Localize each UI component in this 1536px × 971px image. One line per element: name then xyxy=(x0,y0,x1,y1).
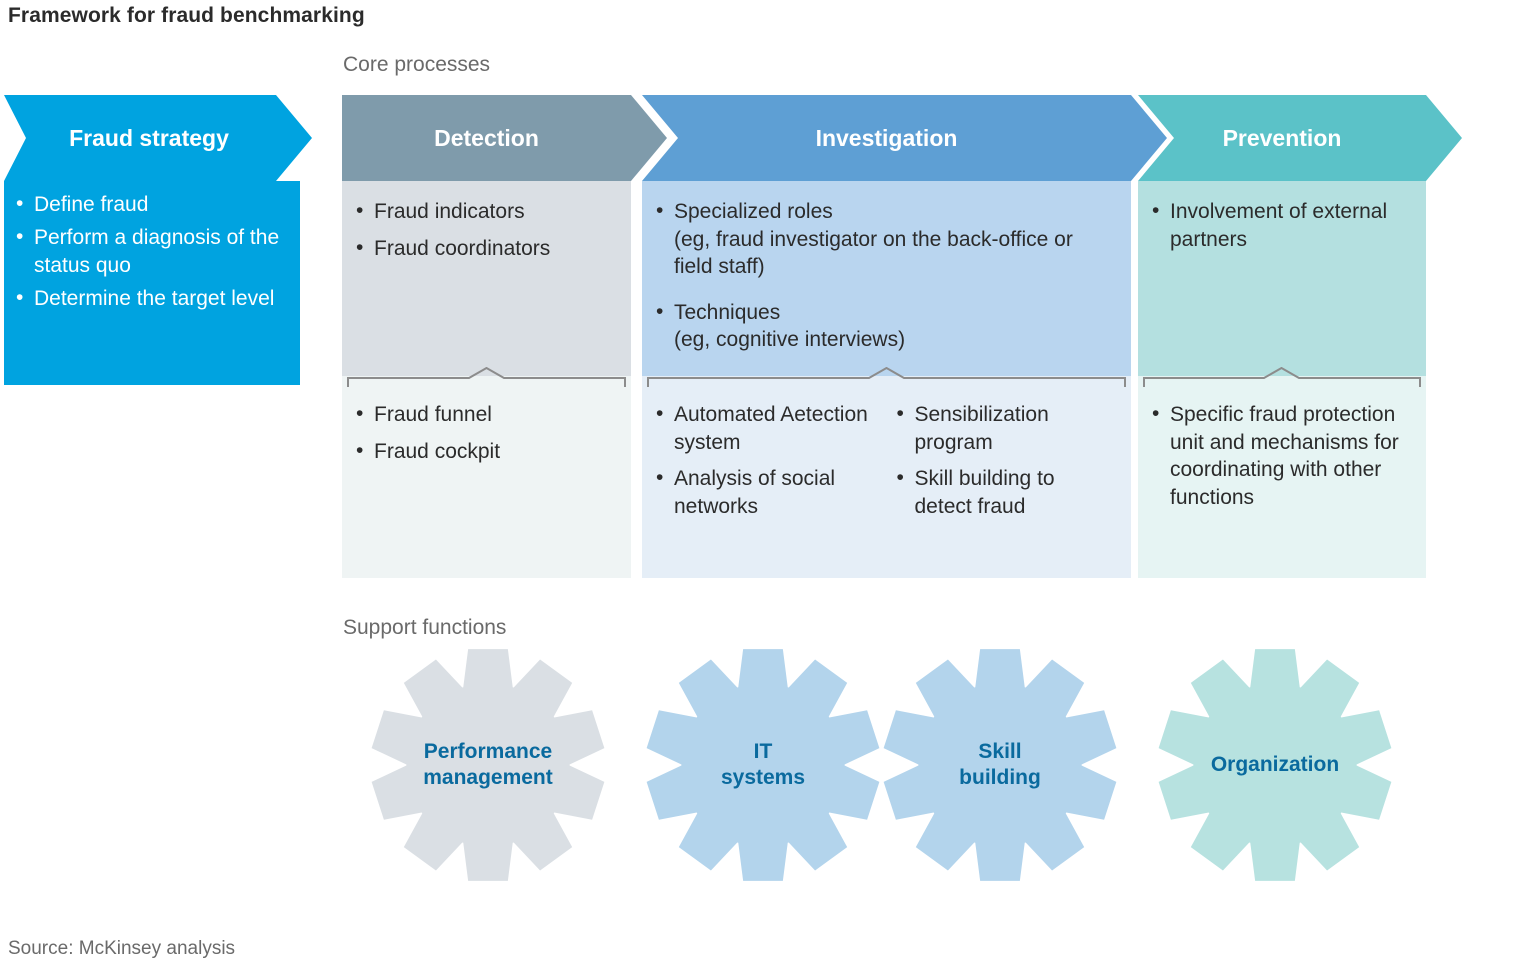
list-item: Determine the target level xyxy=(14,284,290,312)
column-header-prevention: Prevention xyxy=(1138,95,1462,181)
list-item: Analysis of social networks xyxy=(654,464,877,520)
investigation-lower-panel: Automated Aetection system Analysis of s… xyxy=(642,367,1131,578)
column-header-detection: Detection xyxy=(342,95,667,181)
gear-label: IT systems xyxy=(720,740,806,789)
bullet-list-columns: Automated Aetection system Analysis of s… xyxy=(654,400,1118,529)
chevron-shape xyxy=(342,95,667,181)
column-title: Prevention xyxy=(1222,124,1342,151)
bullet-list: Specialized roles (eg, fraud investigato… xyxy=(654,197,1117,354)
source-note: Source: McKinsey analysis xyxy=(8,938,236,959)
core-processes-caption: Core processes xyxy=(343,53,491,76)
fraud-strategy-title: Fraud strategy xyxy=(69,124,229,151)
gear-label: Skill building xyxy=(959,740,1041,789)
list-item: Fraud funnel xyxy=(354,400,617,429)
list-item: Automated Aetection system xyxy=(654,400,877,456)
gear-it-systems: IT systems xyxy=(643,645,883,885)
bullet-list: Fraud funnel Fraud cockpit xyxy=(354,400,617,466)
list-item: Define fraud xyxy=(14,190,290,218)
list-item: Skill building to detect fraud xyxy=(895,464,1118,520)
chevron-shape xyxy=(1138,95,1462,181)
gear-performance-management: Performance management xyxy=(368,645,608,885)
detection-upper-panel: Fraud indicators Fraud coordinators xyxy=(342,181,631,376)
detection-lower-panel: Fraud funnel Fraud cockpit xyxy=(342,367,631,578)
bullet-list: Fraud indicators Fraud coordinators xyxy=(354,197,617,263)
chevron-shape xyxy=(642,95,1167,181)
list-item: Fraud coordinators xyxy=(354,234,617,263)
list-item: Fraud indicators xyxy=(354,197,617,226)
core-process-column-prevention: Prevention Involvement of external partn… xyxy=(1138,95,1462,578)
list-item: Sensibilization program xyxy=(895,400,1118,456)
list-item: Perform a diagnosis of the status quo xyxy=(14,223,290,279)
bullet-list: Involvement of external partners xyxy=(1150,197,1412,253)
list-item: Specific fraud protection unit and mecha… xyxy=(1150,400,1412,511)
fraud-strategy-block: Fraud strategy Define fraud Perform a di… xyxy=(4,95,312,385)
gear-skill-building: Skill building xyxy=(880,645,1120,885)
prevention-lower-panel: Specific fraud protection unit and mecha… xyxy=(1138,367,1426,578)
list-item: Involvement of external partners xyxy=(1150,197,1412,253)
bullet-list-right: Sensibilization program Skill building t… xyxy=(895,400,1118,529)
page-title: Framework for fraud benchmarking xyxy=(8,4,365,27)
investigation-upper-panel: Specialized roles (eg, fraud investigato… xyxy=(642,181,1131,376)
fraud-strategy-arrow-shape xyxy=(4,95,312,181)
list-item: Fraud cockpit xyxy=(354,437,617,466)
gear-label: Organization xyxy=(1210,753,1340,777)
support-functions-caption: Support functions xyxy=(343,616,507,639)
bullet-list-left: Automated Aetection system Analysis of s… xyxy=(654,400,877,529)
column-title: Detection xyxy=(434,124,539,151)
gear-organization: Organization xyxy=(1155,645,1395,885)
core-process-column-investigation: Investigation Specialized roles (eg, fra… xyxy=(642,95,1167,578)
fraud-strategy-bullet-list: Define fraud Perform a diagnosis of the … xyxy=(14,190,290,318)
support-functions-gears: Performance management IT systems Skill … xyxy=(340,645,1470,885)
bullet-list: Specific fraud protection unit and mecha… xyxy=(1150,400,1412,511)
list-item: Techniques (eg, cognitive interviews) xyxy=(654,298,1117,354)
core-process-column-detection: Detection Fraud indicators Fraud coordin… xyxy=(342,95,667,578)
prevention-upper-panel: Involvement of external partners xyxy=(1138,181,1426,376)
column-title: Investigation xyxy=(815,124,958,151)
column-header-investigation: Investigation xyxy=(642,95,1167,181)
gear-label: Performance management xyxy=(423,740,553,789)
list-item: Specialized roles (eg, fraud investigato… xyxy=(654,197,1117,281)
